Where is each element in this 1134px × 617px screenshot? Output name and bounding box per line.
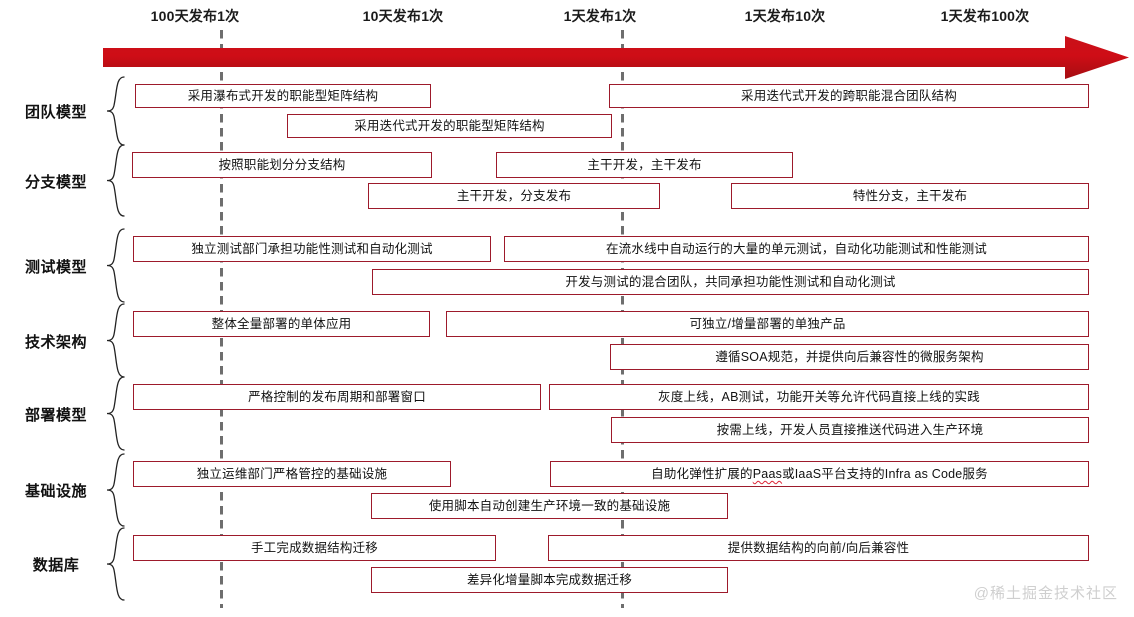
row-label-2: 测试模型 <box>24 258 87 276</box>
row-label-0: 团队模型 <box>24 104 87 121</box>
frequency-arrow <box>103 36 1129 80</box>
practice-box-r5-c0[interactable]: 独立运维部门严格管控的基础设施 <box>133 461 451 487</box>
row-brace-6 <box>104 527 128 601</box>
practice-box-r2-c0[interactable]: 独立测试部门承担功能性测试和自动化测试 <box>133 236 491 262</box>
row-label-1: 分支模型 <box>24 173 87 191</box>
axis-tick-label-1: 10天发布1次 <box>362 8 444 24</box>
brace-icon <box>106 527 125 601</box>
practice-box-r3-c2[interactable]: 遵循SOA规范，并提供向后兼容性的微服务架构 <box>610 344 1089 370</box>
axis-tick-label-2: 1天发布1次 <box>563 8 637 24</box>
row-brace-4 <box>104 376 128 451</box>
brace-icon <box>106 376 125 451</box>
practice-box-r4-c1[interactable]: 灰度上线，AB测试，功能开关等允许代码直接上线的实践 <box>549 384 1089 410</box>
row-brace-5 <box>104 453 128 527</box>
brace-icon <box>106 228 125 303</box>
row-brace-1 <box>104 144 128 217</box>
axis-tick-label-4: 1天发布100次 <box>940 8 1030 24</box>
axis-tick-label-3: 1天发布10次 <box>744 8 826 24</box>
row-brace-2 <box>104 228 128 303</box>
arrow-icon <box>103 36 1129 79</box>
practice-box-r1-c0[interactable]: 按照职能划分分支结构 <box>132 152 432 178</box>
brace-icon <box>106 76 125 146</box>
practice-box-r6-c2[interactable]: 差异化增量脚本完成数据迁移 <box>371 567 728 593</box>
row-label-3: 技术架构 <box>24 333 87 351</box>
practice-box-r5-c2[interactable]: 使用脚本自动创建生产环境一致的基础设施 <box>371 493 728 519</box>
watermark: @稀土掘金技术社区 <box>973 585 1118 602</box>
practice-box-r4-c0[interactable]: 严格控制的发布周期和部署窗口 <box>133 384 541 410</box>
practice-box-r2-c1[interactable]: 在流水线中自动运行的大量的单元测试，自动化功能测试和性能测试 <box>504 236 1089 262</box>
brace-icon <box>106 453 125 527</box>
practice-box-r3-c0[interactable]: 整体全量部署的单体应用 <box>133 311 430 337</box>
row-brace-3 <box>104 303 128 378</box>
brace-icon <box>106 144 125 217</box>
practice-box-r4-c2[interactable]: 按需上线，开发人员直接推送代码进入生产环境 <box>611 417 1089 443</box>
practice-box-r3-c1[interactable]: 可独立/增量部署的单独产品 <box>446 311 1089 337</box>
practice-box-r6-c0[interactable]: 手工完成数据结构迁移 <box>133 535 496 561</box>
practice-box-r1-c3[interactable]: 特性分支，主干发布 <box>731 183 1089 209</box>
row-brace-0 <box>104 76 128 146</box>
practice-box-r0-c1[interactable]: 采用迭代式开发的跨职能混合团队结构 <box>609 84 1089 108</box>
row-label-5: 基础设施 <box>24 483 87 500</box>
practice-box-r6-c1[interactable]: 提供数据结构的向前/向后兼容性 <box>548 535 1089 561</box>
practice-box-r0-c2[interactable]: 采用迭代式开发的职能型矩阵结构 <box>287 114 612 138</box>
practice-box-r1-c1[interactable]: 主干开发，主干发布 <box>496 152 793 178</box>
practice-box-r0-c0[interactable]: 采用瀑布式开发的职能型矩阵结构 <box>135 84 431 108</box>
row-label-4: 部署模型 <box>24 406 87 424</box>
spellcheck-underline: Paas <box>752 466 783 481</box>
row-label-6: 数据库 <box>32 557 80 574</box>
axis-tick-label-0: 100天发布1次 <box>150 8 240 24</box>
practice-box-r2-c2[interactable]: 开发与测试的混合团队，共同承担功能性测试和自动化测试 <box>372 269 1089 295</box>
practice-box-r1-c2[interactable]: 主干开发，分支发布 <box>368 183 660 209</box>
brace-icon <box>106 303 125 378</box>
